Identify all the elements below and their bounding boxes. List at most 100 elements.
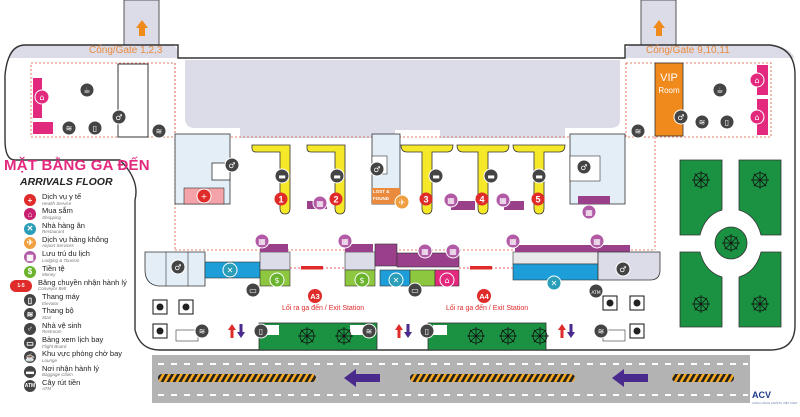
svg-text:▯: ▯ — [725, 118, 729, 127]
baggage-claim-icon[interactable]: ▬ — [274, 168, 290, 184]
health-icon[interactable]: + — [196, 188, 212, 204]
lodging-icon[interactable]: ▦ — [505, 233, 521, 249]
lost-found-label-2: FOUND — [373, 196, 389, 201]
stairs-icon[interactable]: ≋ — [630, 123, 646, 139]
svg-text:▯: ▯ — [93, 124, 97, 133]
stairs-icon[interactable]: ≋ — [194, 323, 210, 339]
conveyor-belt-2[interactable]: 2 — [306, 144, 346, 215]
conveyor-belt-4[interactable]: 4 — [456, 144, 510, 215]
lounge-icon[interactable]: ☕ — [712, 82, 728, 98]
flight-board-icon[interactable]: ▭ — [407, 282, 423, 298]
lodging-icon[interactable]: ▦ — [589, 233, 605, 249]
baggage-claim-icon[interactable]: ▬ — [428, 168, 444, 184]
svg-text:≋: ≋ — [199, 327, 206, 336]
stairs-icon[interactable]: ≋ — [61, 120, 77, 136]
shop-left-b — [33, 122, 53, 134]
lost-found-box[interactable] — [372, 188, 400, 204]
exit-a3-badge[interactable]: A3 — [308, 289, 322, 303]
restroom-icon[interactable]: ♂ — [111, 109, 127, 125]
exit-a4-badge[interactable]: A4 — [477, 289, 491, 303]
legend-label-en: Lodging & Tourism — [42, 257, 80, 263]
lounge-icon[interactable]: ☕ — [79, 82, 95, 98]
lost-found-label: LOST & — [373, 189, 390, 194]
legend-label-en: ATM — [42, 386, 52, 392]
lodging-icon[interactable]: ▦ — [443, 192, 459, 208]
lounge-icon: ☕ — [24, 351, 36, 364]
svg-text:+: + — [201, 192, 208, 201]
baggage-claim-icon[interactable]: ▬ — [531, 168, 547, 184]
svg-text:⌂: ⌂ — [39, 93, 44, 102]
stairs-icon[interactable]: ≋ — [593, 323, 609, 339]
atm-icon[interactable]: ATM — [588, 283, 604, 299]
restaurant-icon[interactable]: ✕ — [388, 272, 404, 288]
shopping-icon[interactable]: ⌂ — [439, 272, 455, 288]
restroom-icon[interactable]: ♂ — [170, 259, 186, 275]
lodging-icon[interactable]: ▦ — [337, 233, 353, 249]
svg-text:☕: ☕ — [83, 86, 90, 95]
tree-icon — [298, 327, 316, 345]
shopping-icon[interactable]: ⌂ — [34, 89, 50, 105]
svg-text:♂: ♂ — [228, 161, 235, 170]
stairs-icon[interactable]: ≋ — [151, 123, 167, 139]
baggage-claim-icon[interactable]: ▬ — [329, 168, 345, 184]
shopping-icon: ⌂ — [24, 208, 36, 221]
svg-text:♂: ♂ — [174, 263, 181, 272]
conveyor-belt-1[interactable]: 1 — [251, 144, 291, 215]
lodging-icon[interactable]: ▦ — [445, 243, 461, 259]
conveyor-belt-number: 1 — [278, 195, 283, 205]
money-icon[interactable]: $ — [269, 272, 285, 288]
restroom-icon[interactable]: ♂ — [615, 261, 631, 277]
elevator-icon[interactable]: ▯ — [253, 323, 269, 339]
lodging-icon[interactable]: ▦ — [312, 195, 328, 211]
lodging-icon[interactable]: ▦ — [417, 243, 433, 259]
elevator-icon[interactable]: ▯ — [87, 120, 103, 136]
lodging-icon[interactable]: ▦ — [581, 204, 597, 220]
svg-text:▬: ▬ — [278, 172, 286, 181]
restroom-icon[interactable]: ♂ — [576, 159, 592, 175]
svg-text:☕: ☕ — [716, 86, 723, 95]
elevator-icon[interactable]: ▯ — [719, 114, 735, 130]
plant-box-icon — [629, 323, 645, 339]
legend-label: Dịch vụ y tế — [42, 192, 82, 201]
money-icon[interactable]: $ — [354, 272, 370, 288]
tree-icon — [335, 327, 353, 345]
legend-label-en: Money — [42, 272, 56, 277]
flight-board-icon: ▭ — [24, 337, 36, 349]
legend-label: Thang bộ — [42, 306, 74, 316]
stairs-icon: ≋ — [24, 308, 36, 321]
legend-label: Bảng xem lịch bay — [42, 335, 104, 344]
restroom-icon[interactable]: ♂ — [369, 161, 385, 177]
tree-icon — [751, 171, 769, 189]
stairs-icon[interactable]: ≋ — [694, 114, 710, 130]
restroom-icon[interactable]: ♂ — [673, 109, 689, 125]
shopping-icon[interactable]: ⌂ — [749, 109, 765, 125]
airport-service-icon[interactable]: ✈ — [394, 194, 410, 210]
svg-text:♂: ♂ — [677, 113, 684, 122]
flight-board-icon[interactable]: ▭ — [245, 282, 261, 298]
legend-label-en: Baggage Claim — [42, 372, 73, 378]
stairs-icon[interactable]: ≋ — [361, 323, 377, 339]
svg-text:$: $ — [359, 276, 364, 285]
shopping-icon[interactable]: ⌂ — [749, 72, 765, 88]
elevator-icon[interactable]: ▯ — [419, 323, 435, 339]
legend-label-en: Flight Board — [42, 343, 67, 349]
svg-text:▯: ▯ — [259, 327, 263, 336]
svg-text:≋: ≋ — [635, 127, 642, 136]
svg-text:▦: ▦ — [499, 196, 507, 205]
gate-label-9-10-11: Cổng/Gate 9,10,11 — [646, 45, 730, 56]
baggage-hall — [185, 60, 620, 138]
conveyor-belt-3[interactable]: 3 — [400, 144, 454, 215]
corridor-left — [117, 63, 149, 138]
svg-text:▦: ▦ — [509, 237, 517, 246]
lodging-icon[interactable]: ▦ — [495, 192, 511, 208]
restroom-icon[interactable]: ♂ — [224, 157, 240, 173]
restaurant-icon[interactable]: ✕ — [222, 262, 238, 278]
restaurant-icon[interactable]: ✕ — [546, 275, 562, 291]
baggage-claim-icon[interactable]: ▬ — [483, 168, 499, 184]
lodging-icon[interactable]: ▦ — [254, 233, 270, 249]
conveyor-belt-number: 3 — [423, 195, 428, 205]
